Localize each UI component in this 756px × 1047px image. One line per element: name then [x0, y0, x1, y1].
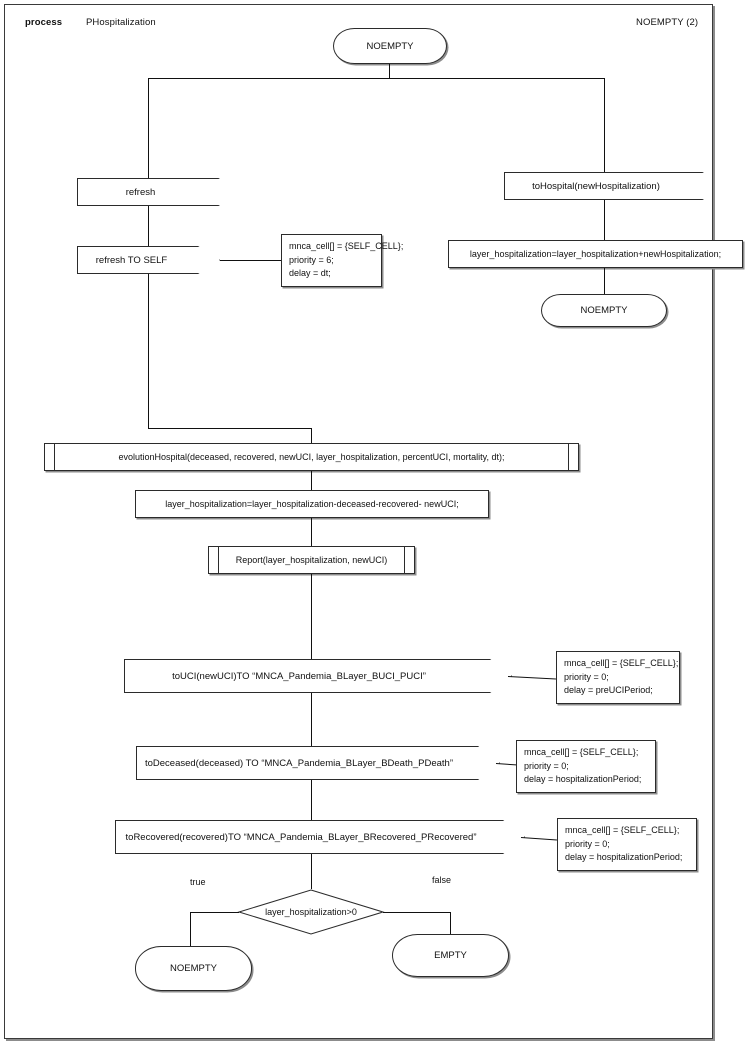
terminator-noempty-right[interactable]: NOEMPTY	[541, 294, 667, 327]
connector-to-noempty-right	[604, 268, 605, 294]
connector-left-drop	[148, 78, 149, 179]
terminator-false-empty[interactable]: EMPTY	[392, 934, 509, 977]
output-to-deceased[interactable]: toDeceased(deceased) TO “MNCA_Pandemia_B…	[136, 746, 500, 780]
note-to-deceased-line-3: delay = hospitalizationPeriod;	[524, 774, 642, 784]
output-to-uci-label: toUCI(newUCI)TO “MNCA_Pandemia_BLayer_BU…	[172, 670, 426, 682]
terminator-noempty-right-label: NOEMPTY	[580, 305, 628, 316]
header-keyword: process	[25, 17, 63, 28]
connector-false-h	[383, 912, 451, 913]
start-terminator[interactable]: NOEMPTY	[333, 28, 447, 64]
note-to-deceased: mnca_cell[] = {SELF_CELL}; priority = 0;…	[516, 740, 656, 793]
output-refresh-to-self-label: refresh TO SELF	[95, 254, 168, 266]
input-to-hospital[interactable]: toHospital(newHospitalization)	[504, 172, 704, 200]
connector-to-hospital-down	[604, 200, 605, 240]
connector-todeceased-to-torecovered	[311, 780, 312, 820]
connector-right-drop	[604, 78, 605, 173]
output-to-recovered-label: toRecovered(recovered)TO “MNCA_Pandemia_…	[125, 831, 477, 843]
terminator-true-noempty-label: NOEMPTY	[170, 963, 217, 974]
note-to-uci-line-1: mnca_cell[] = {SELF_CELL};	[564, 658, 679, 668]
note-to-recovered-line-3: delay = hospitalizationPeriod;	[565, 852, 683, 862]
connector-report-to-touci	[311, 574, 312, 659]
terminator-true-noempty[interactable]: NOEMPTY	[135, 946, 252, 991]
predefined-process-evolution-hospital-label: evolutionHospital(deceased, recovered, n…	[118, 452, 505, 462]
note-to-recovered: mnca_cell[] = {SELF_CELL}; priority = 0;…	[557, 818, 697, 871]
branch-false-label: false	[432, 875, 452, 885]
terminator-false-empty-label: EMPTY	[434, 950, 467, 961]
connector-left-join	[148, 428, 312, 429]
connector-note-refresh	[220, 260, 281, 261]
process-add-hospitalization[interactable]: layer_hospitalization=layer_hospitalizat…	[448, 240, 743, 268]
note-to-deceased-line-2: priority = 0;	[524, 760, 569, 771]
page-frame	[4, 4, 713, 1039]
note-refresh-line-2: priority = 6;	[289, 254, 334, 265]
note-refresh-line-1: mnca_cell[] = {SELF_CELL};	[289, 241, 404, 251]
note-to-deceased-line-1: mnca_cell[] = {SELF_CELL};	[524, 747, 639, 757]
note-refresh-line-3: delay = dt;	[289, 268, 331, 278]
note-to-uci: mnca_cell[] = {SELF_CELL}; priority = 0;…	[556, 651, 680, 704]
process-add-hospitalization-label: layer_hospitalization=layer_hospitalizat…	[469, 249, 722, 259]
note-to-recovered-line-1: mnca_cell[] = {SELF_CELL};	[565, 825, 680, 835]
connector-refresh-to-self	[148, 206, 149, 246]
start-terminator-label: NOEMPTY	[366, 40, 414, 52]
connector-left-join-drop	[311, 428, 312, 444]
output-to-uci[interactable]: toUCI(newUCI)TO “MNCA_Pandemia_BLayer_BU…	[124, 659, 512, 693]
header-process-name: PHospitalization	[86, 17, 156, 28]
process-subtract-hospitalization-label: layer_hospitalization=layer_hospitalizat…	[165, 499, 459, 509]
process-subtract-hospitalization[interactable]: layer_hospitalization=layer_hospitalizat…	[135, 490, 489, 518]
predefined-process-report-label: Report(layer_hospitalization, newUCI)	[235, 555, 388, 565]
decision-label: layer_hospitalization>0	[265, 907, 357, 917]
predefined-process-report[interactable]: Report(layer_hospitalization, newUCI)	[208, 546, 415, 574]
connector-false-v	[450, 912, 451, 934]
decision-layer-hospitalization[interactable]: layer_hospitalization>0	[237, 889, 385, 935]
output-refresh-to-self[interactable]: refresh TO SELF	[77, 246, 220, 274]
header-right-label: NOEMPTY (2)	[636, 17, 699, 28]
output-to-recovered[interactable]: toRecovered(recovered)TO “MNCA_Pandemia_…	[115, 820, 525, 854]
branch-true-label: true	[190, 877, 206, 887]
predefined-process-evolution-hospital[interactable]: evolutionHospital(deceased, recovered, n…	[44, 443, 579, 471]
connector-torecovered-to-decision	[311, 854, 312, 889]
note-to-uci-line-2: priority = 0;	[564, 671, 609, 682]
connector-fanout-bar	[148, 78, 605, 79]
connector-left-long-run	[148, 274, 149, 429]
connector-start-stem	[389, 64, 390, 79]
note-to-uci-line-3: delay = preUCIPeriod;	[564, 685, 653, 695]
connector-touci-to-todeceased	[311, 693, 312, 746]
input-to-hospital-label: toHospital(newHospitalization)	[532, 180, 660, 192]
decision-diamond-shape	[237, 889, 385, 935]
connector-subtract-to-report	[311, 518, 312, 546]
input-refresh-label: refresh	[125, 186, 156, 198]
connector-true-v	[190, 912, 191, 946]
output-to-deceased-label: toDeceased(deceased) TO “MNCA_Pandemia_B…	[144, 757, 454, 769]
input-refresh[interactable]: refresh	[77, 178, 220, 206]
note-refresh: mnca_cell[] = {SELF_CELL}; priority = 6;…	[281, 234, 404, 287]
connector-true-h	[190, 912, 239, 913]
connector-evolution-to-subtract	[311, 471, 312, 490]
note-to-recovered-line-2: priority = 0;	[565, 838, 610, 849]
